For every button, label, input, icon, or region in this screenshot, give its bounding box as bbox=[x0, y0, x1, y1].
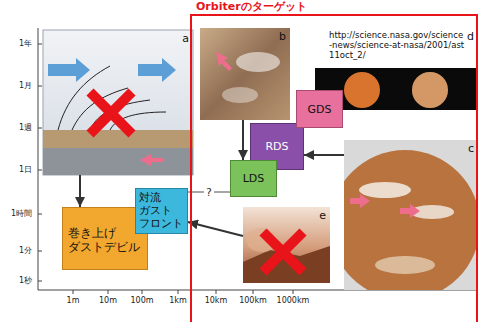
axis-scale-label: 1000km bbox=[268, 296, 318, 306]
box-label: RDS bbox=[265, 140, 288, 153]
panel-letter: e bbox=[319, 209, 326, 222]
panel-letter: c bbox=[468, 142, 474, 155]
photo-panel: c bbox=[344, 140, 478, 290]
panel-letter: d bbox=[467, 30, 474, 43]
axis-scale-label: 100km bbox=[228, 296, 278, 306]
axis-scale-label: 100m bbox=[117, 296, 167, 306]
axis-scale-label: 1km bbox=[153, 296, 203, 306]
panel-c-image bbox=[330, 140, 480, 300]
panel-e-image bbox=[243, 207, 330, 283]
axis-time-label: 1秒 bbox=[0, 276, 32, 286]
source-url: http://science.nasa.gov/science-news/sci… bbox=[329, 31, 465, 60]
flow-arrow bbox=[188, 222, 243, 236]
axis-scale-label: 10m bbox=[83, 296, 133, 306]
axis-time-label: 1日 bbox=[0, 165, 32, 175]
box-label: 対流 ガスト フロント bbox=[139, 191, 184, 231]
flow-arrow bbox=[304, 154, 344, 156]
panel-letter: b bbox=[279, 30, 286, 43]
axis-time-label: 1分 bbox=[0, 246, 32, 256]
photo-panel: b bbox=[200, 28, 290, 120]
target-region: Orbiterのターゲットbhttp://science.nasa.gov/sc… bbox=[190, 14, 478, 322]
panel-letter: a bbox=[182, 32, 189, 45]
box-label: LDS bbox=[243, 172, 265, 185]
edge-label: ? bbox=[204, 186, 214, 199]
photo-panel: e bbox=[243, 207, 330, 283]
axis-time-label: 1週 bbox=[0, 123, 32, 133]
flow-arrow bbox=[79, 175, 81, 207]
process-box: 対流 ガスト フロント bbox=[135, 188, 188, 234]
axis-time-label: 1年 bbox=[0, 39, 32, 49]
region-title: Orbiterのターゲット bbox=[196, 0, 307, 13]
box-label: 巻き上げ ダストデビル bbox=[68, 226, 143, 255]
axis-scale-label: 1m bbox=[48, 296, 98, 306]
panel-a-image bbox=[43, 30, 193, 175]
axis-scale-label: 10km bbox=[191, 296, 241, 306]
scale-box: LDS bbox=[230, 160, 277, 197]
axis-time-label: 1時間 bbox=[0, 209, 32, 219]
flow-arrow bbox=[242, 120, 244, 160]
axis-time-label: 1月 bbox=[0, 81, 32, 91]
panel-b-image bbox=[200, 28, 290, 120]
photo-panel: a bbox=[43, 30, 193, 175]
box-label: GDS bbox=[308, 103, 332, 116]
scale-box: GDS bbox=[296, 90, 343, 128]
